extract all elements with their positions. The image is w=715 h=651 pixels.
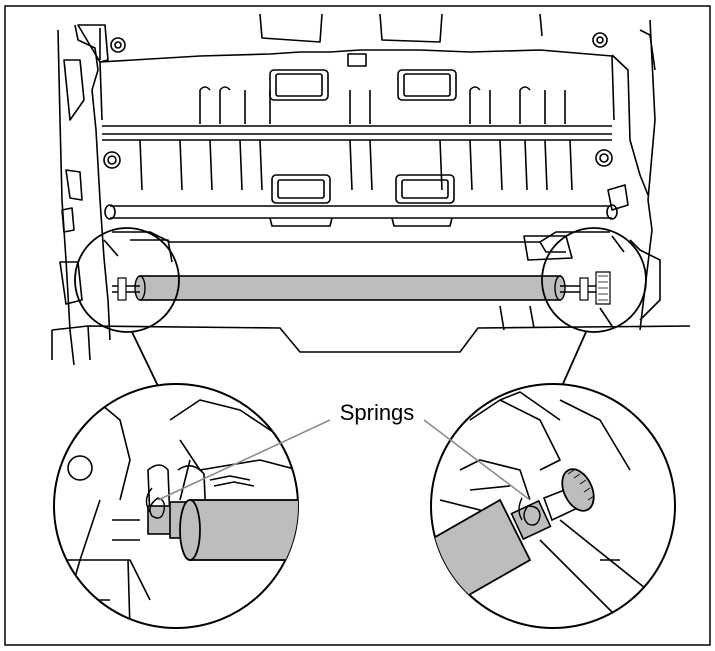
right-zoom-marker <box>541 227 647 333</box>
left-zoom-marker <box>74 227 180 333</box>
springs-label: Springs <box>340 400 415 425</box>
left-zoom-connector <box>131 331 159 387</box>
magnified-left-spring-detail-icon <box>53 383 299 629</box>
leader-line-left <box>157 419 331 501</box>
paper-tray <box>51 305 691 361</box>
feed-roller <box>112 271 611 305</box>
leader-line-right <box>423 419 531 501</box>
magnified-right-spring-detail-icon <box>430 383 676 629</box>
printer-interior <box>57 13 661 366</box>
feed-roller-body <box>139 275 561 301</box>
right-zoom-connector <box>561 331 587 387</box>
